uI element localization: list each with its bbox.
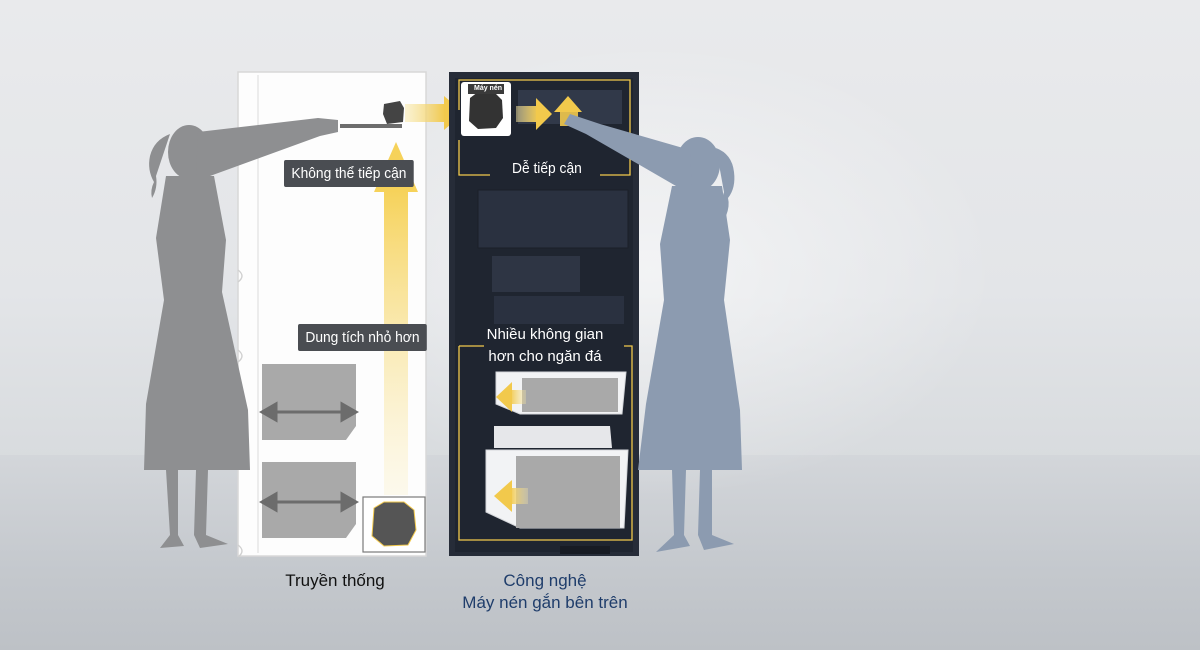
more-space-line2: hơn cho ngăn đá xyxy=(488,348,602,365)
shelf-compressor-icon xyxy=(383,101,404,124)
top-compressor-fridge xyxy=(449,72,639,556)
traditional-drawer-top xyxy=(262,364,356,440)
smaller-capacity-label: Dung tích nhỏ hơn xyxy=(298,324,427,351)
person-right-silhouette xyxy=(564,114,742,552)
traditional-caption: Truyền thống xyxy=(285,571,385,590)
more-space-label: Nhiều không gian hơn cho ngăn đá xyxy=(470,324,620,368)
traditional-drawer-bottom xyxy=(262,462,356,538)
technology-caption: Công nghệ Máy nén gắn bên trên xyxy=(430,570,660,614)
technology-caption-line1: Công nghệ xyxy=(503,571,587,590)
bottom-compressor-icon xyxy=(371,501,417,547)
top-compressor-icon xyxy=(469,92,503,129)
person-left-silhouette xyxy=(144,118,338,548)
compressor-label: Máy nén xyxy=(474,85,503,92)
easy-access-label: Dễ tiếp cận xyxy=(512,160,582,177)
technology-caption-line2: Máy nén gắn bên trên xyxy=(462,593,628,612)
more-space-line1: Nhiều không gian xyxy=(486,326,604,343)
cannot-access-label: Không thể tiếp cận xyxy=(284,160,414,187)
freezer-drawer-top xyxy=(522,378,618,412)
freezer-drawer-bottom xyxy=(516,456,620,528)
